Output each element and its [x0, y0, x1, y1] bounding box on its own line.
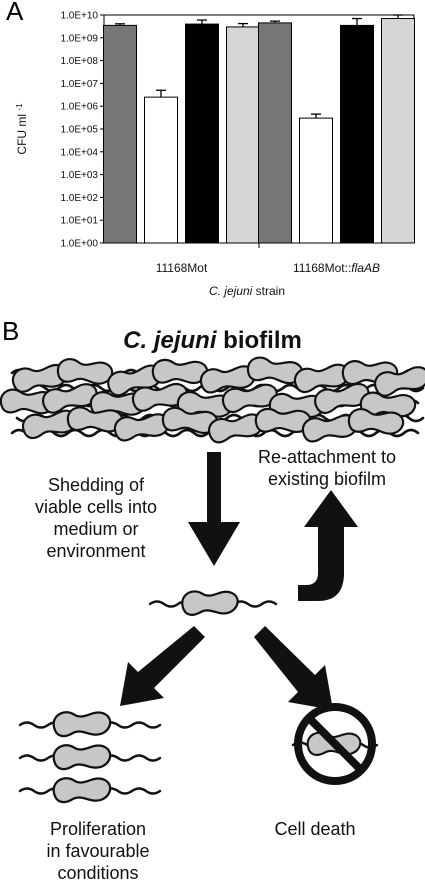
y-axis-label-text: CFU ml — [15, 111, 29, 155]
cell-body — [52, 777, 112, 804]
cell-body — [56, 358, 114, 385]
cell-body — [52, 744, 112, 771]
reattachment-label: Re-attachment to existing biofilm — [232, 446, 422, 490]
cell-death-label: Cell death — [240, 818, 390, 840]
shedding-line: medium or — [53, 519, 139, 539]
prohibition-slash — [306, 715, 364, 773]
y-tick-label: 1.0E+00 — [60, 239, 98, 250]
reattach-arrow — [298, 490, 358, 601]
diagram-title-rest: biofilm — [216, 327, 302, 354]
death-arrow — [254, 626, 333, 710]
bar-chart: 1.0E+00 1.0E+01 1.0E+02 1.0E+03 1.0E+04 1.0E+… — [15, 11, 415, 298]
biofilm-mat — [0, 356, 425, 444]
y-tick-label: 1.0E+10 — [60, 11, 98, 22]
bacterium-cell — [52, 744, 112, 771]
down-arrow — [188, 452, 240, 566]
proliferation-label: Proliferation in favourable conditions — [8, 818, 188, 884]
bacterium-cell — [347, 408, 405, 435]
proliferation-arrow — [120, 626, 205, 706]
category-label: 11168Mot::flaAB — [293, 261, 380, 275]
cell-body — [374, 366, 425, 397]
bar — [144, 96, 178, 244]
y-axis-label-sup: -1 — [15, 103, 24, 111]
bar — [258, 22, 292, 244]
bar — [299, 117, 333, 244]
reattach-line: existing biofilm — [267, 469, 387, 489]
dead-cell-symbol — [291, 703, 379, 785]
proliferating-cells — [18, 711, 162, 804]
y-tick-label: 1.0E+03 — [60, 170, 98, 181]
shedding-line: environment — [46, 541, 146, 561]
y-axis-label: CFU ml -1 — [15, 103, 29, 155]
bacterium-cell — [151, 358, 209, 385]
x-axis-label-italic: C. jejuni — [209, 284, 253, 298]
x-axis-label-rest: strain — [252, 284, 285, 298]
bacterium-cell — [52, 777, 112, 804]
cell-body — [151, 358, 209, 385]
y-tick-label: 1.0E+09 — [60, 33, 98, 44]
cell-body — [52, 711, 112, 738]
prohibition-circle — [294, 703, 376, 785]
bacterium-cell — [181, 590, 239, 616]
diagram-title-italic: C. jejuni — [123, 327, 217, 354]
panel-letter-a: A — [6, 0, 24, 26]
shed-bacterium — [148, 590, 278, 616]
shedding-line: Shedding of — [47, 475, 145, 495]
bacterium-cell — [52, 711, 112, 738]
bar — [381, 18, 415, 244]
shedding-line: viable cells into — [34, 497, 158, 517]
reattach-line: Re-attachment to — [257, 447, 397, 467]
death-line: Cell death — [274, 819, 356, 839]
category-label-plain: 11168Mot — [156, 261, 208, 275]
proliferation-line: Proliferation — [49, 819, 147, 839]
y-tick-label: 1.0E+01 — [60, 216, 98, 227]
y-tick-label: 1.0E+04 — [60, 147, 98, 158]
category-label: 11168Mot — [156, 261, 208, 275]
y-tick-label: 1.0E+02 — [60, 193, 98, 204]
bar — [340, 24, 374, 244]
cell-body — [181, 590, 239, 616]
proliferation-line: conditions — [57, 863, 139, 883]
bacterium-cell — [374, 366, 425, 397]
category-label-italic: flaAB — [351, 261, 380, 275]
y-tick-label: 1.0E+08 — [60, 56, 98, 67]
y-tick-label: 1.0E+05 — [60, 125, 98, 136]
proliferation-line: in favourable — [46, 841, 150, 861]
y-tick-label: 1.0E+07 — [60, 79, 98, 90]
shedding-label: Shedding of viable cells into medium or … — [6, 474, 186, 562]
diagram-title: C. jejuni biofilm — [0, 327, 425, 355]
y-tick-label: 1.0E+06 — [60, 102, 98, 113]
x-axis-label: C. jejuni strain — [209, 284, 285, 298]
bacterium-cell — [56, 358, 114, 385]
panel-letter-b: B — [2, 316, 20, 346]
category-label-plain: 11168Mot:: — [293, 261, 351, 275]
cell-body — [347, 408, 405, 435]
